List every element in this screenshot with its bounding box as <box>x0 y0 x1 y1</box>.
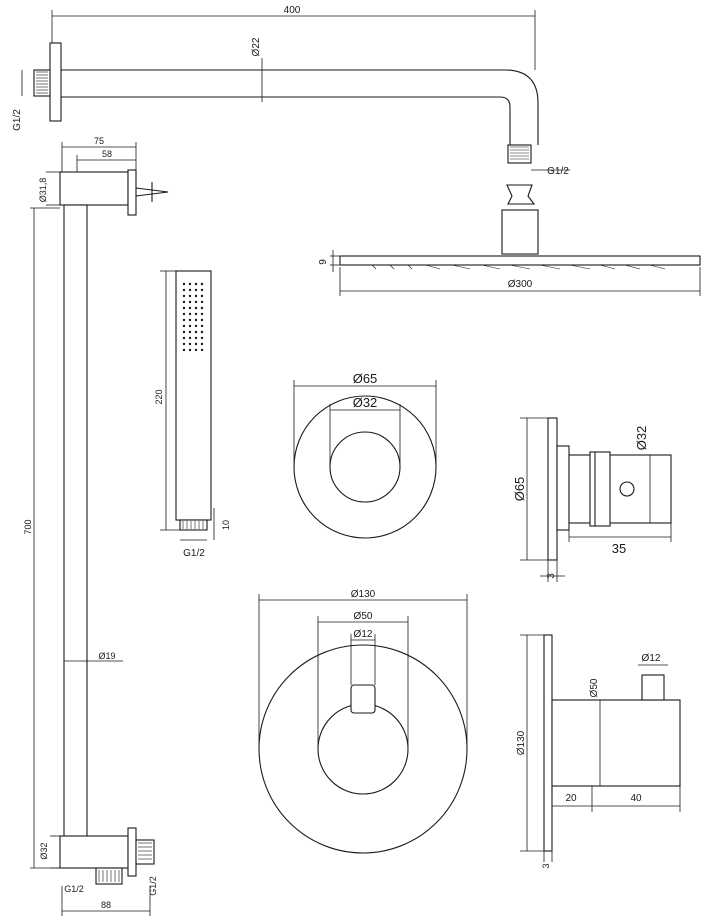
dim-rail-diameter: Ø19 <box>98 651 115 661</box>
rail-top-bracket <box>59 171 129 206</box>
dim-bracket-58: 58 <box>102 149 112 159</box>
arm-tube-outer <box>61 69 539 145</box>
shower-arm: 400 Ø22 G1/2 G1/2 <box>12 5 570 177</box>
dim-hand-thread: G1/2 <box>183 548 205 559</box>
dim-mixer-side-plate: Ø130 <box>516 730 527 755</box>
dim-side-plate: 3 <box>546 573 557 579</box>
dim-mixer-side-lever: Ø12 <box>642 653 661 664</box>
rail-bottom-bracket <box>59 835 129 869</box>
hand-thread <box>179 519 208 531</box>
dim-rail-bottom-d32: Ø32 <box>39 842 49 859</box>
mixer-body-circle <box>317 703 409 795</box>
dim-bracket-d31: Ø31,8 <box>38 178 48 203</box>
dim-mixer-lever: Ø12 <box>354 629 373 640</box>
dim-arm-diameter: Ø22 <box>251 37 262 56</box>
dim-bracket-75: 75 <box>94 136 104 146</box>
mixer-side-plate <box>543 634 553 852</box>
side-knob-hole <box>619 481 635 497</box>
side-plate <box>547 417 558 561</box>
side-collar <box>556 445 570 531</box>
dim-mixer-side-plate-thk: 3 <box>541 863 551 868</box>
dim-mixer-side-depth2: 40 <box>630 793 642 804</box>
hand-body <box>175 270 212 521</box>
dim-rail-outlet-thread: G1/2 <box>148 876 158 896</box>
dim-rail-bottom-width: 88 <box>101 900 111 910</box>
slide-rail: 75 58 Ø31,8 700 Ø19 Ø32 G1/2 88 G1/2 <box>23 136 169 916</box>
rosette-inner-circle <box>329 431 401 503</box>
head-swivel <box>506 184 536 205</box>
side-ring <box>589 451 611 527</box>
dim-side-knob: Ø32 <box>634 426 649 451</box>
dim-side-diameter: Ø65 <box>512 477 527 502</box>
shower-head: 9 Ø300 <box>318 184 701 296</box>
arm-wall-plate <box>49 42 62 122</box>
mixer-side: Ø130 Ø50 Ø12 20 40 3 <box>516 634 681 869</box>
dim-mixer-outer: Ø130 <box>351 589 376 600</box>
dim-hand-length: 220 <box>154 389 164 404</box>
head-plate <box>339 255 701 266</box>
rail-bottom-plate <box>127 827 137 877</box>
dim-rail-bottom-thread: G1/2 <box>64 884 84 894</box>
dim-arm-thread-right: G1/2 <box>547 166 569 177</box>
dim-hand-thread-len: 10 <box>221 520 231 530</box>
rail-bar <box>63 204 88 838</box>
dim-rosette-outer: Ø65 <box>353 371 378 386</box>
dim-mixer-side-depth1: 20 <box>565 793 577 804</box>
mixer-side-lever <box>641 674 665 701</box>
rosette-outer-circle <box>293 395 437 539</box>
dim-side-depth: 35 <box>612 541 626 556</box>
head-neck <box>501 209 539 255</box>
mixer-plate-circle <box>258 644 468 854</box>
hand-nozzle-grid <box>182 282 204 352</box>
rail-outlet-thread <box>135 839 155 865</box>
arm-thread-right <box>507 144 532 164</box>
dim-arm-length: 400 <box>284 5 301 16</box>
rail-top-plate <box>127 169 137 216</box>
diverter-side: Ø65 Ø32 35 3 <box>512 417 672 582</box>
dim-head-diameter: Ø300 <box>508 279 533 290</box>
rail-bottom-thread <box>95 867 123 885</box>
mixer-side-body <box>551 699 681 787</box>
dim-rosette-inner: Ø32 <box>353 395 378 410</box>
dim-rail-length: 700 <box>23 519 33 534</box>
dim-arm-thread-left: G1/2 <box>12 109 23 131</box>
arm-tube-inner <box>61 96 511 145</box>
dim-mixer-side-body: Ø50 <box>589 678 600 697</box>
dim-mixer-body: Ø50 <box>354 611 373 622</box>
mixer-front: Ø130 Ø50 Ø12 <box>258 589 468 854</box>
hand-shower: 220 10 G1/2 <box>154 270 231 559</box>
arm-thread-left <box>33 69 51 97</box>
rosette-front: Ø65 Ø32 <box>293 371 437 539</box>
head-nozzles <box>371 264 666 270</box>
dim-head-height: 9 <box>318 259 329 265</box>
mixer-lever <box>350 684 376 714</box>
